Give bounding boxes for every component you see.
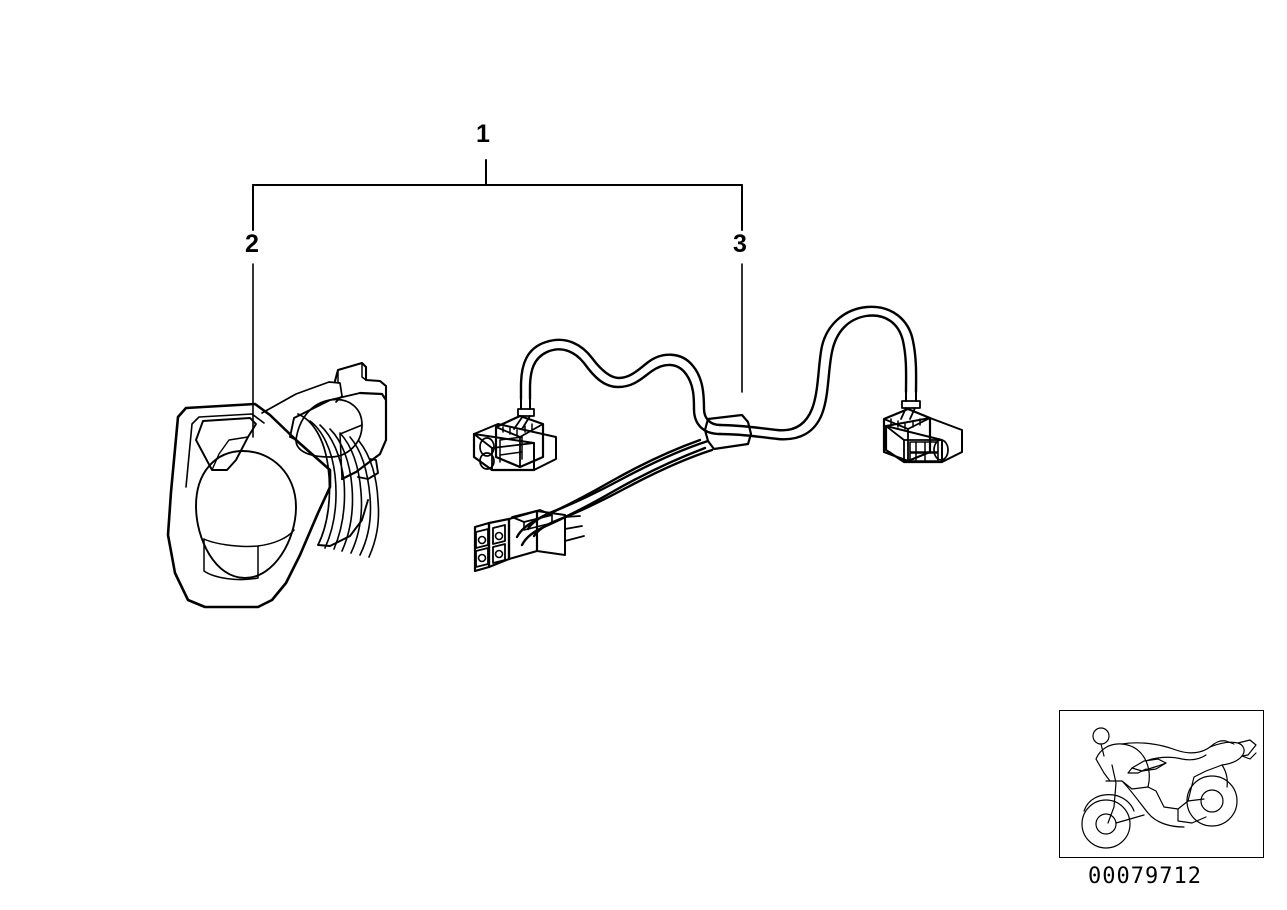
motorcycle-thumbnail-box bbox=[1059, 710, 1264, 858]
connector-lower-left bbox=[473, 509, 585, 573]
callout-bracket-1 bbox=[252, 159, 743, 438]
wire-lower-left bbox=[515, 438, 714, 547]
power-socket-drawing bbox=[166, 361, 388, 609]
callout-label-2: 2 bbox=[245, 230, 259, 258]
connector-right bbox=[882, 391, 963, 464]
callout-label-3: 3 bbox=[733, 230, 747, 258]
motorcycle-icon bbox=[1081, 727, 1257, 849]
wire-upper-right bbox=[718, 305, 918, 441]
wire-upper-left bbox=[519, 338, 722, 436]
connector-upper-left bbox=[472, 398, 557, 472]
cable-splice-sleeve bbox=[703, 413, 753, 451]
diagram-number: 00079712 bbox=[1088, 864, 1202, 889]
wiring-harness-drawing bbox=[472, 305, 963, 573]
callout-label-1: 1 bbox=[476, 120, 490, 148]
